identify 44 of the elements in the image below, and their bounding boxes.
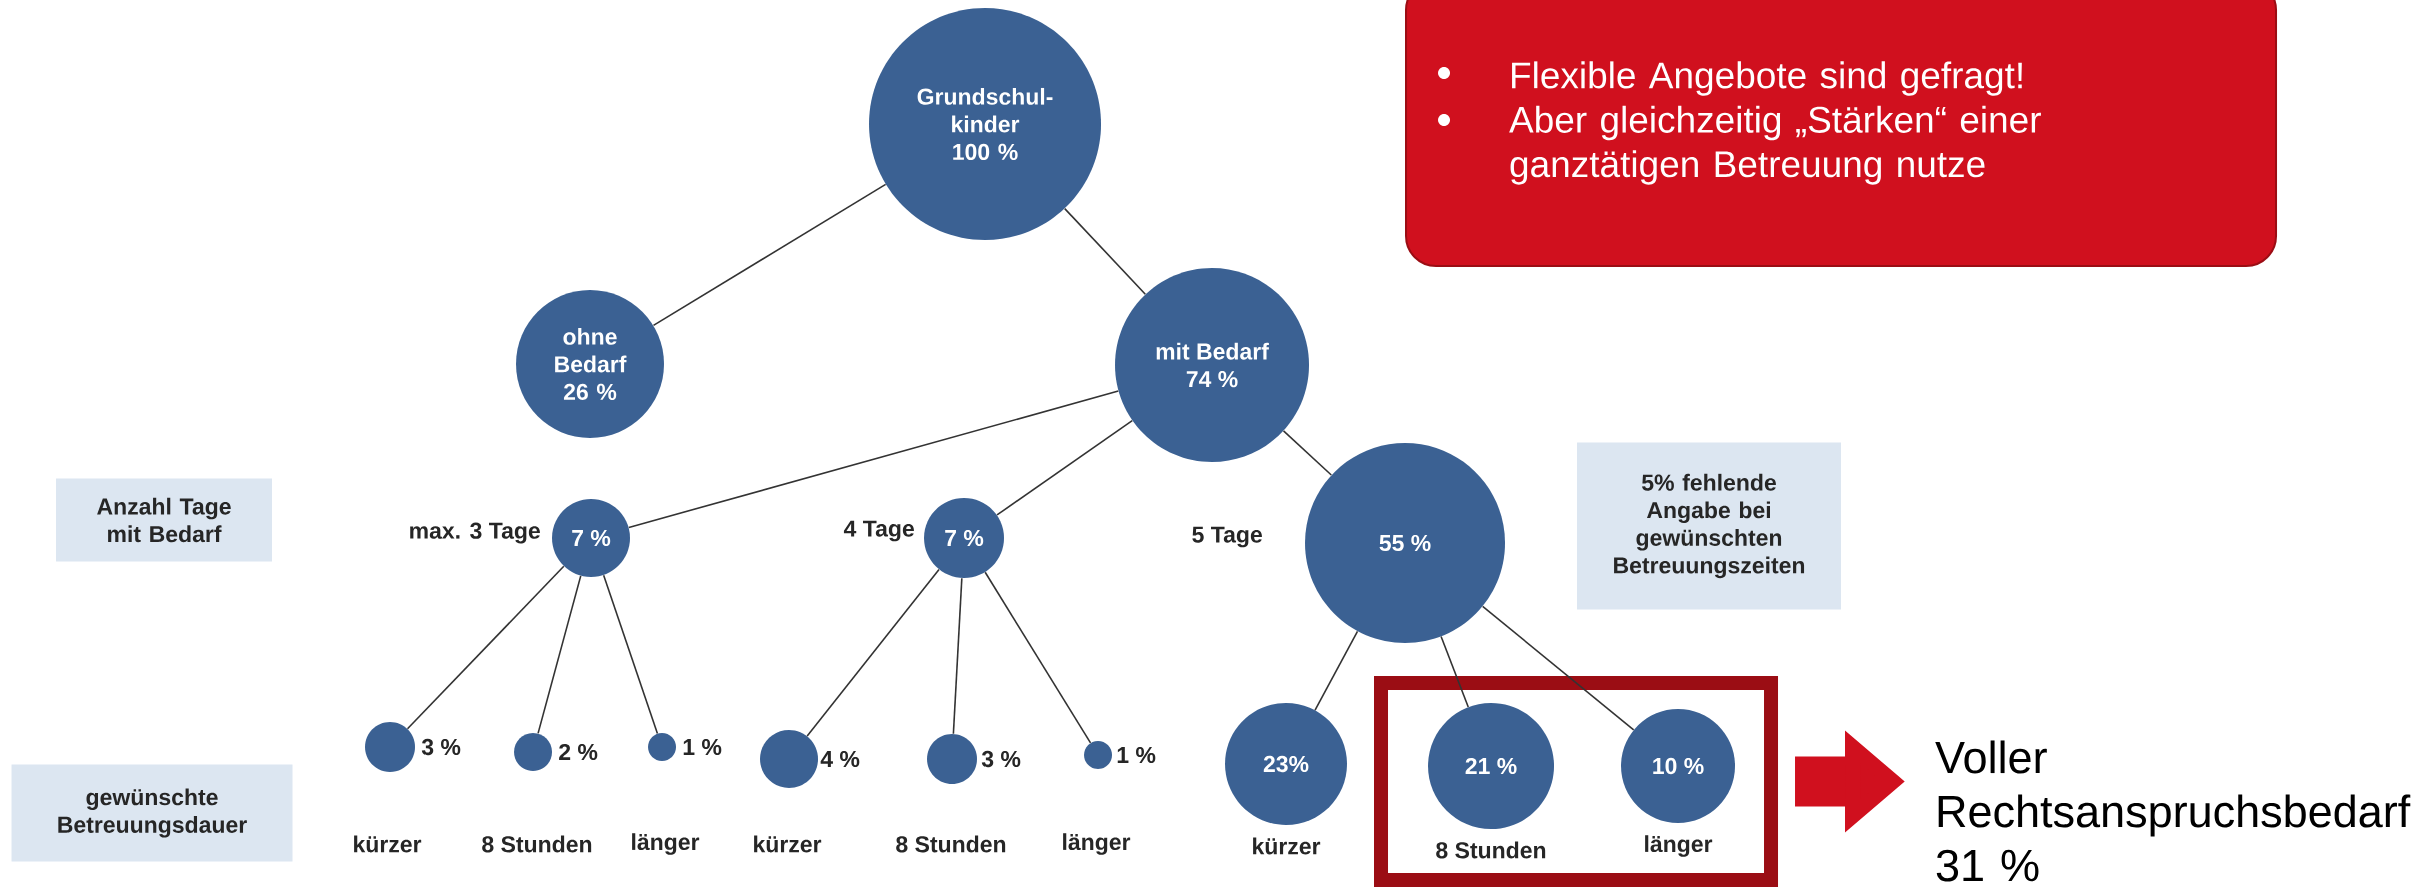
duration-label: länger [1063,833,1131,855]
percentage-circle [514,733,552,771]
callout-box: Flexible Angebote sind gefragt! Aber gleichzeitig „Stärken“ einer ganztätigen Betreuung nutze [1405,0,2278,267]
category-box: gewünschte Betreuungsdauer [11,764,293,862]
connector-line [1282,430,1333,476]
duration-label: länger [1645,835,1713,857]
percent-label: 4 % [820,750,860,768]
percentage-circle [648,733,676,761]
duration-label: kürzer [754,835,822,853]
connector-line [652,183,887,327]
connector-line [1314,630,1359,711]
percent-label: 3 % [421,738,461,756]
percent-label: 2 % [559,743,598,761]
highlight-frame [1374,676,1778,887]
connector-line [406,565,565,730]
connector-line [952,577,963,735]
duration-label: kürzer [1253,837,1321,855]
duration-label: 8 Stunden [1436,841,1546,859]
category-box: 5% fehlende Angabe bei gewünschten Betreuungszeiten [1577,442,1841,610]
duration-label: kürzer [354,835,422,853]
connector-line [806,568,940,737]
connector-line [996,419,1134,516]
category-box: Anzahl Tage mit Bedarf [56,478,272,562]
duration-label: 8 Stunden [482,835,592,853]
connector-line [1063,207,1147,295]
connector-line [984,571,1092,744]
connector-line [1440,635,1470,708]
percentage-circle [927,734,977,784]
days-label: max. 3 Tage [410,522,540,544]
connector-line [628,390,1120,529]
result-text: Voller Rechtsanspruchsbedarf 31 % [1935,740,2411,882]
days-label: 4 Tage [843,520,914,542]
connector-line [1481,605,1635,731]
percentage-circle [1084,741,1112,769]
connector-line [602,574,659,735]
duration-label: 8 Stunden [896,835,1006,853]
percentage-circle [760,730,818,788]
days-label: 5 Tage [1192,526,1262,548]
percent-label: 1 % [1117,746,1156,764]
duration-label: länger [632,833,700,855]
percent-label: 1 % [683,738,722,756]
connector-line [537,575,582,735]
percentage-circle [365,722,415,772]
percent-label: 3 % [981,750,1021,768]
